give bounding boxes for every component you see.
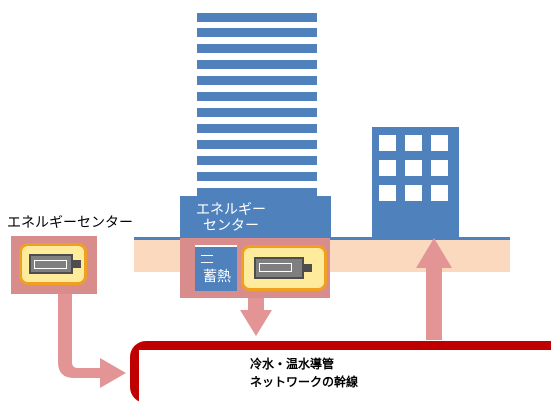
tower-floor — [197, 108, 317, 117]
office-building — [372, 127, 459, 237]
pipe-network-label-area: 冷水・温水導管 ネットワークの幹線 — [139, 350, 551, 403]
left-energy-center-label: エネルギーセンター — [7, 215, 133, 231]
tower-floor — [197, 60, 317, 69]
machine-nozzle — [304, 264, 312, 272]
heat-storage-tank — [195, 245, 237, 291]
machine-body — [254, 257, 304, 279]
building-window — [431, 135, 448, 151]
machine-body — [29, 254, 73, 274]
building-window — [405, 160, 422, 176]
tower-floor — [197, 92, 317, 101]
heat-source-machine — [241, 245, 327, 291]
down-arrow-center — [240, 298, 272, 336]
building-window — [379, 135, 396, 151]
tower-floor — [197, 13, 317, 22]
building-window — [405, 135, 422, 151]
building-window — [431, 160, 448, 176]
network-label-line1: 冷水・温水導管 — [250, 357, 335, 371]
tower-floor — [197, 124, 317, 133]
storage-level-icon — [201, 255, 213, 263]
tower-floor — [197, 28, 317, 37]
tower-floor — [197, 140, 317, 149]
tower-floor — [197, 188, 317, 197]
left-energy-center — [11, 236, 97, 294]
tower-floor — [197, 76, 317, 85]
network-label-line2: ネットワークの幹線 — [250, 375, 359, 389]
up-arrow-office — [416, 238, 452, 340]
tower-floor — [197, 172, 317, 181]
building-window — [379, 160, 396, 176]
center-label-line2: センター — [203, 218, 259, 234]
machine-nozzle — [73, 260, 81, 268]
building-window — [379, 185, 396, 201]
center-energy-center-label: エネルギー センター — [186, 202, 276, 234]
center-energy-building — [180, 196, 331, 238]
heat-source-machine — [19, 243, 87, 285]
left-plant-arrow — [58, 294, 126, 388]
building-window — [405, 185, 422, 201]
tower-floor — [197, 44, 317, 53]
center-label-line1: エネルギー — [196, 202, 266, 218]
pipe-network-trunk: 冷水・温水導管 ネットワークの幹線 — [130, 341, 551, 403]
building-window — [431, 185, 448, 201]
tower-floor — [197, 156, 317, 165]
heat-storage-label: 蓄熱 — [203, 269, 231, 285]
